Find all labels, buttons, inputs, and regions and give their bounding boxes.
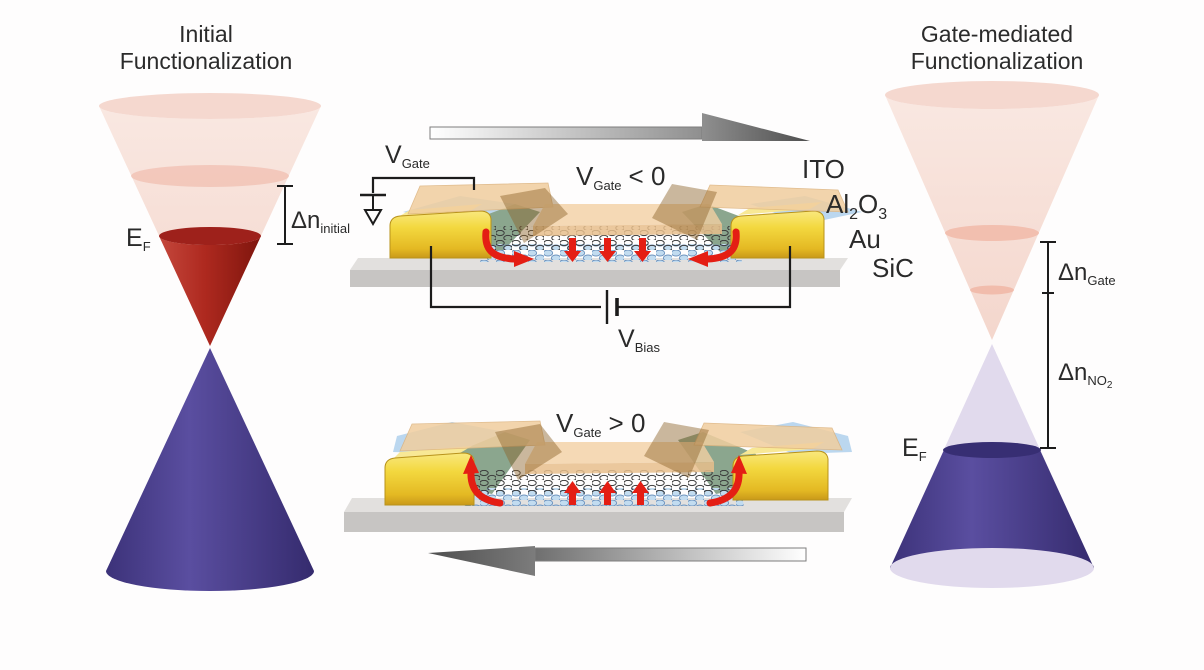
left-direction-arrow-icon: [428, 546, 807, 576]
au-electrode-left-bottom: [384, 446, 475, 506]
lower-cone-right: [890, 450, 1094, 568]
vgate-negative-label: VGate< 0: [576, 161, 665, 193]
dn-no2-label: ΔnNO2: [1058, 359, 1113, 391]
left-title-line2: Functionalization: [120, 48, 293, 74]
right-title-line2: Functionalization: [911, 48, 1084, 74]
upper-cone-top-ellipse: [99, 93, 321, 119]
ito-fold-right: [652, 184, 717, 240]
ito-gate-bottom: [399, 420, 843, 480]
charge-transfer-arrows-down: [482, 228, 740, 267]
gate-circuit: VGate: [360, 141, 476, 227]
right-title-line1: Gate-mediated: [921, 21, 1073, 47]
sic-substrate-top-device: [350, 258, 848, 287]
battery-symbol-icon: [605, 290, 619, 324]
bottom-device: VGate> 0: [344, 408, 852, 532]
ef-label-left: EF: [126, 224, 151, 254]
filled-electron-cone: [159, 236, 261, 346]
graphene-mesh-bottom: [468, 470, 740, 494]
right-direction-arrow-icon: [429, 113, 810, 141]
dn-brackets-right: [1040, 241, 1056, 449]
cone-ring-no2: [970, 285, 1014, 295]
bias-circuit: VBias: [429, 246, 792, 355]
dn-gate-label: ΔnGate: [1058, 259, 1116, 288]
material-legend: ITO Al2O3 Au SiC: [802, 154, 914, 283]
fermi-level-ellipse-left: [159, 227, 261, 245]
fermi-level-ellipse-right: [943, 442, 1041, 458]
ito-fold-left-bottom: [495, 424, 562, 480]
charge-transfer-arrows-up: [463, 455, 747, 507]
ito-fold-right-bottom: [644, 422, 709, 478]
legend-al2o3: Al2O3: [826, 189, 887, 223]
cone-ring-gate: [945, 225, 1039, 241]
vbias-label: VBias: [618, 325, 660, 355]
ground-symbol-icon: [360, 193, 386, 227]
upper-cone-left: [99, 106, 321, 346]
right-dirac-cone: Gate-mediated Functionalization EF ΔnGat…: [885, 21, 1116, 588]
left-dirac-cone: Initial Functionalization EF Δninitial: [99, 21, 350, 591]
left-title-line1: Initial: [179, 21, 233, 47]
legend-sic: SiC: [872, 253, 914, 283]
ito-fold-left: [500, 188, 568, 243]
dn-initial-label: Δninitial: [291, 207, 350, 236]
cone-ring: [131, 165, 289, 187]
lower-cone-left: [106, 348, 314, 591]
dn-initial-bracket: [277, 185, 293, 245]
ef-label-right: EF: [902, 434, 927, 464]
top-device: VGate VBias VGate< 0: [350, 141, 862, 355]
vgate-positive-label: VGate> 0: [556, 408, 645, 440]
ito-gate: [407, 182, 849, 243]
legend-au: Au: [849, 224, 881, 254]
vgate-label: VGate: [385, 141, 430, 171]
upper-cone-right: [885, 95, 1099, 340]
upper-cone-top-ellipse-right: [885, 81, 1099, 109]
legend-ito: ITO: [802, 154, 845, 184]
